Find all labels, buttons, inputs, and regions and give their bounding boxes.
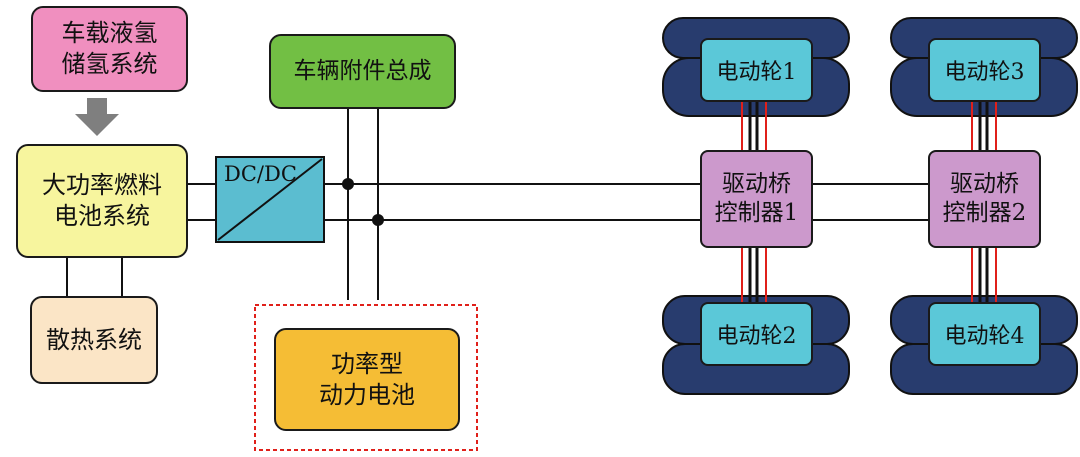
fuel-cell-line2: 电池系统 bbox=[54, 202, 150, 230]
controller2-line2: 控制器2 bbox=[942, 200, 1027, 226]
battery-line2: 动力电池 bbox=[319, 380, 415, 409]
wheel-wires bbox=[741, 102, 997, 302]
h2-storage-box: 车载液氢 储氢系统 bbox=[31, 6, 188, 92]
h2-storage-line1: 车载液氢 bbox=[61, 19, 158, 48]
battery-box: 功率型 动力电池 bbox=[274, 328, 460, 431]
fuel-cell-line1: 大功率燃料 bbox=[42, 171, 162, 200]
dcdc-label: DC/DC bbox=[224, 162, 297, 186]
electric-wheel-4-label: 电动轮4 bbox=[928, 302, 1041, 366]
h2-storage-line2: 储氢系统 bbox=[61, 50, 158, 78]
electric-wheel-1-label: 电动轮1 bbox=[700, 38, 813, 102]
accessory-box: 车辆附件总成 bbox=[269, 34, 456, 109]
fuel-cell-box: 大功率燃料 电池系统 bbox=[16, 144, 188, 258]
controller1-line2: 控制器1 bbox=[714, 200, 799, 226]
drive-axle-controller-1: 驱动桥 控制器1 bbox=[700, 150, 813, 248]
cooling-label: 散热系统 bbox=[46, 325, 142, 354]
battery-dashed-frame bbox=[254, 304, 478, 451]
dcdc-converter bbox=[215, 156, 325, 243]
fc-dcdc-lines bbox=[188, 183, 216, 221]
drive-axle-controller-2: 驱动桥 控制器2 bbox=[928, 150, 1041, 248]
battery-line1: 功率型 bbox=[331, 349, 403, 378]
electric-wheel-2-label: 电动轮2 bbox=[700, 302, 813, 366]
controller1-line1: 驱动桥 bbox=[722, 170, 791, 197]
accessory-label: 车辆附件总成 bbox=[293, 57, 432, 84]
bus-junctions bbox=[342, 178, 384, 226]
hydrogen-flow-arrow bbox=[75, 98, 119, 136]
electric-wheel-3-label: 电动轮3 bbox=[928, 38, 1041, 102]
cooling-lines bbox=[66, 258, 123, 296]
dc-bus bbox=[324, 109, 928, 300]
controller2-line1: 驱动桥 bbox=[950, 170, 1019, 197]
cooling-box: 散热系统 bbox=[30, 296, 158, 384]
